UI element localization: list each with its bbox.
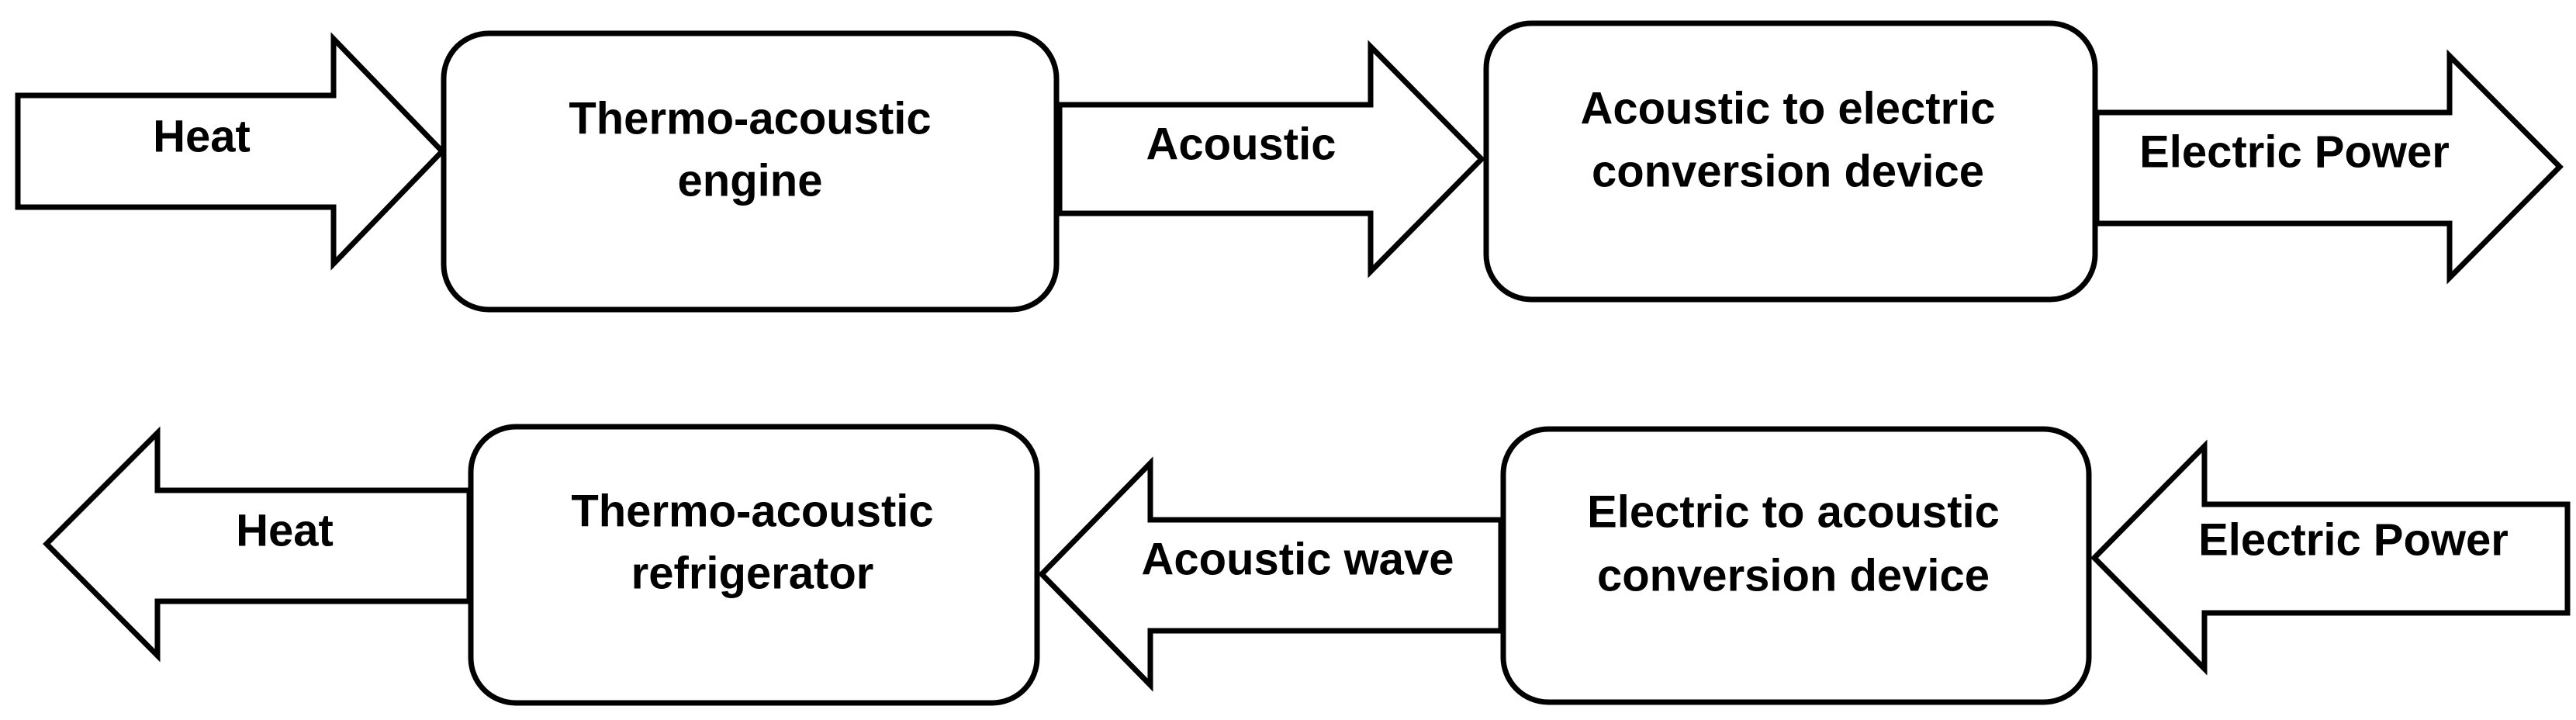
- bottom-electric-power-arrow-shape: [2090, 439, 2571, 676]
- electric-to-acoustic-box-label-line2: conversion device: [1597, 550, 1990, 601]
- bottom-flow: Heat Thermo-acoustic refrigerator Acoust…: [43, 424, 2571, 706]
- bottom-heat-arrow-shape: [43, 426, 472, 663]
- electric-to-acoustic-box-shape: [1500, 426, 2092, 705]
- acoustic-to-electric-box: Acoustic to electric conversion device: [1483, 20, 2098, 303]
- electric-to-acoustic-box-label-line1: Electric to acoustic: [1587, 486, 2000, 537]
- top-electric-power-arrow: Electric Power: [2094, 49, 2564, 285]
- top-heat-arrow-label: Heat: [153, 111, 251, 161]
- top-electric-power-arrow-label: Electric Power: [2139, 126, 2450, 177]
- refrigerator-box-label-line1: Thermo-acoustic: [571, 486, 933, 536]
- engine-box: Thermo-acoustic engine: [441, 30, 1060, 313]
- engine-box-label-line1: Thermo-acoustic: [569, 93, 931, 144]
- bottom-heat-arrow: Heat: [43, 426, 472, 663]
- top-acoustic-arrow-shape: [1056, 40, 1485, 279]
- acoustic-to-electric-box-label-line1: Acoustic to electric: [1580, 83, 1995, 133]
- acoustic-to-electric-box-label-line2: conversion device: [1592, 146, 1984, 196]
- top-acoustic-arrow-label: Acoustic: [1146, 119, 1336, 169]
- top-heat-arrow-shape: [15, 32, 446, 271]
- refrigerator-box-label-line2: refrigerator: [631, 548, 874, 598]
- engine-box-label-line2: engine: [678, 155, 823, 206]
- top-heat-arrow: Heat: [15, 32, 446, 271]
- bottom-acoustic-wave-arrow-shape: [1038, 456, 1504, 692]
- bottom-electric-power-arrow: Electric Power: [2090, 439, 2571, 676]
- refrigerator-box: Thermo-acoustic refrigerator: [468, 424, 1040, 706]
- top-acoustic-arrow: Acoustic: [1056, 40, 1485, 279]
- engine-box-shape: [441, 30, 1060, 313]
- electric-to-acoustic-box: Electric to acoustic conversion device: [1500, 426, 2092, 705]
- bottom-heat-arrow-label: Heat: [236, 505, 334, 556]
- bottom-electric-power-arrow-label: Electric Power: [2198, 514, 2509, 565]
- bottom-acoustic-wave-arrow-label: Acoustic wave: [1142, 534, 1454, 584]
- refrigerator-box-shape: [468, 424, 1040, 706]
- top-flow: Heat Thermo-acoustic engine Acoustic Aco…: [15, 20, 2564, 313]
- bottom-acoustic-wave-arrow: Acoustic wave: [1038, 456, 1504, 692]
- top-electric-power-arrow-shape: [2094, 49, 2564, 285]
